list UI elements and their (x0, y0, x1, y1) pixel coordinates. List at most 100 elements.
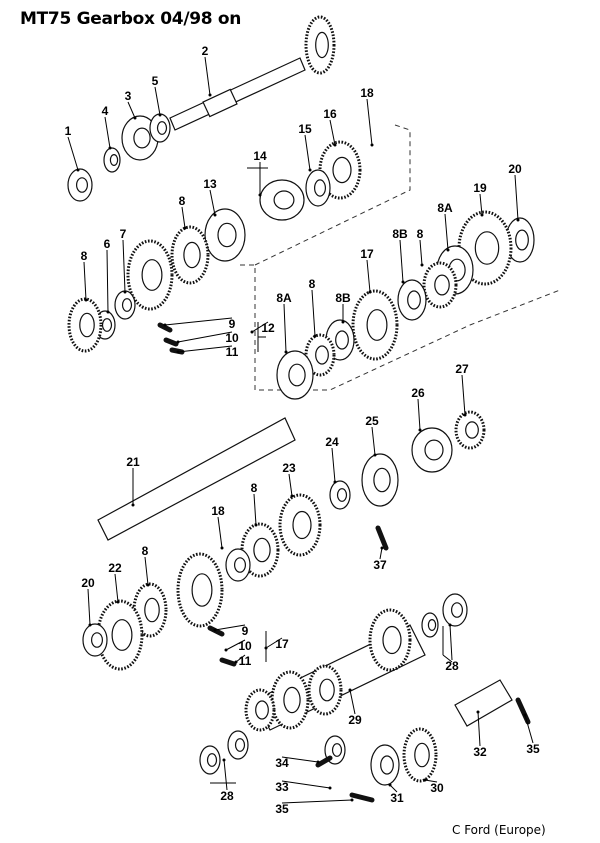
needle-bearing-bore (314, 179, 327, 197)
callout-leader (214, 624, 246, 631)
callout-dot (448, 623, 452, 627)
callout-label: 28 (220, 789, 234, 803)
callout-dot (213, 628, 217, 632)
callout-leader (424, 779, 438, 783)
callout-label: 34 (275, 756, 289, 770)
callout-label: 24 (325, 435, 339, 449)
synchro-hub-bore (141, 259, 163, 291)
synchro-ring-bore (434, 274, 450, 296)
bearing-cup-bore (451, 602, 464, 618)
callout-dot (333, 143, 337, 147)
callout-dot (348, 688, 352, 692)
callout-dot (250, 330, 254, 334)
callout-label: 35 (526, 742, 540, 756)
callout-label: 3 (125, 89, 132, 103)
callout-leader (104, 116, 111, 149)
callout-dot (388, 783, 392, 787)
callout-dot (316, 760, 320, 764)
callout-leader (417, 398, 421, 431)
callout-dot (480, 213, 484, 217)
callout-label: 22 (108, 561, 122, 575)
callout-label: 10 (238, 639, 252, 653)
callout-leader (479, 193, 483, 216)
callout-leader (366, 259, 371, 293)
callout-label: 2 (202, 44, 209, 58)
bearing-cone-bore (427, 618, 437, 631)
callout-label: 37 (373, 558, 387, 572)
callout-label: 8A (276, 291, 292, 305)
key (219, 657, 237, 667)
callout-leader (329, 119, 336, 146)
callout-leader (514, 174, 519, 221)
gear-bore (283, 686, 301, 714)
callout-label: 35 (275, 802, 289, 816)
callout-label: 18 (211, 504, 225, 518)
callout-dot (373, 453, 377, 457)
callout-bracket (442, 654, 453, 663)
callout-dot (108, 146, 112, 150)
callout-leader (122, 239, 126, 293)
gear-bore (332, 156, 352, 184)
synchro-sleeve-bore (288, 363, 306, 387)
callout-leader (177, 331, 233, 343)
gear-bore (474, 231, 500, 265)
callout-label: 25 (365, 414, 379, 428)
callout-leader (164, 317, 233, 326)
callout-dot (516, 218, 520, 222)
callout-dot (523, 713, 527, 717)
callout-leader (524, 714, 534, 744)
callout-leader (281, 756, 319, 763)
callout-dot (176, 340, 180, 344)
bearing-bore (133, 127, 151, 149)
callout-leader (304, 134, 311, 171)
callout-label: 14 (253, 149, 267, 163)
callout-label: 10 (225, 331, 239, 345)
input-shaft-gear-bore (315, 31, 329, 59)
callout-leader (223, 759, 228, 791)
needle-bearing-bore (336, 488, 348, 502)
reverse-idler-gear-bore (414, 742, 430, 768)
callout-label: 8B (392, 227, 408, 241)
callout-label: 5 (152, 74, 159, 88)
callout-leader (251, 321, 269, 333)
callout-label: 31 (390, 791, 404, 805)
callout-dot (146, 583, 150, 587)
callout-label: 28 (445, 659, 459, 673)
synchro-ring-bore (217, 222, 237, 248)
synchro-ring-bore (335, 330, 349, 350)
callout-label: 33 (275, 780, 289, 794)
callout-dot (254, 523, 258, 527)
bearing-bore (373, 467, 391, 493)
callout-leader (177, 345, 233, 353)
key (163, 337, 179, 347)
callout-label: 20 (81, 576, 95, 590)
callout-leader (87, 588, 91, 626)
callout-dot (313, 334, 317, 338)
reverse-idler-shaft (454, 679, 513, 727)
callout-leader (331, 447, 336, 483)
bearing-bore (465, 421, 479, 439)
callout-dot (308, 168, 312, 172)
callout-leader (419, 239, 423, 266)
bolt (349, 792, 375, 803)
callout-label: 8 (309, 277, 316, 291)
synchro-hub-bore (273, 190, 295, 210)
callout-leader (253, 493, 257, 526)
circlip-bore (109, 154, 119, 167)
bearing-cone-bore (206, 753, 218, 767)
callout-dot (131, 503, 135, 507)
callout-leader (444, 213, 449, 251)
callout-leader (217, 516, 223, 549)
callout-label: 12 (261, 321, 275, 335)
callout-label: 26 (411, 386, 425, 400)
callout-leader (225, 639, 246, 651)
synchro-hub-bore (366, 309, 388, 341)
input-shaft-splines (202, 88, 238, 118)
gear-bore (292, 510, 312, 540)
group-outline-upper (254, 124, 411, 266)
callout-leader (67, 136, 79, 171)
callout-leader (106, 249, 109, 313)
callout-dot (208, 93, 212, 97)
callout-leader (288, 473, 293, 497)
